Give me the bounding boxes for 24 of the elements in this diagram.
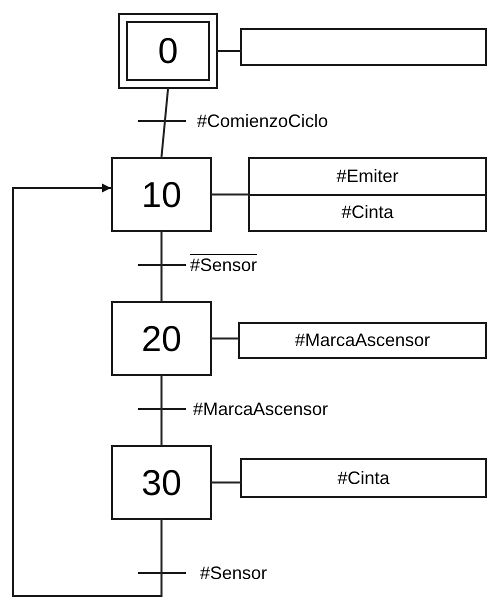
- arrow: [12, 184, 162, 597]
- connector-line: [212, 482, 240, 484]
- step-box: [111, 301, 212, 376]
- step-box: [111, 157, 212, 232]
- step-box: [111, 445, 212, 520]
- step-number: 0: [158, 30, 178, 72]
- connector-line: [212, 338, 238, 340]
- step-number: 30: [141, 462, 182, 504]
- action-text: #Cinta: [337, 468, 390, 488]
- step-number: 20: [141, 318, 182, 360]
- action-text: #Cinta: [341, 202, 394, 224]
- connector-line: [160, 232, 162, 301]
- action-box: [248, 157, 487, 232]
- connector-line: [160, 88, 169, 158]
- action-box: [238, 322, 487, 359]
- initial-step-box: [118, 13, 218, 89]
- connector-line: [160, 376, 162, 445]
- step-number: 10: [141, 174, 182, 216]
- action-text: #Emiter: [336, 166, 398, 187]
- action-box: [240, 458, 487, 498]
- action-box: [240, 28, 487, 66]
- action-text: #MarcaAscensor: [294, 330, 430, 351]
- connector-line: [212, 194, 248, 196]
- connector-line: [218, 50, 240, 52]
